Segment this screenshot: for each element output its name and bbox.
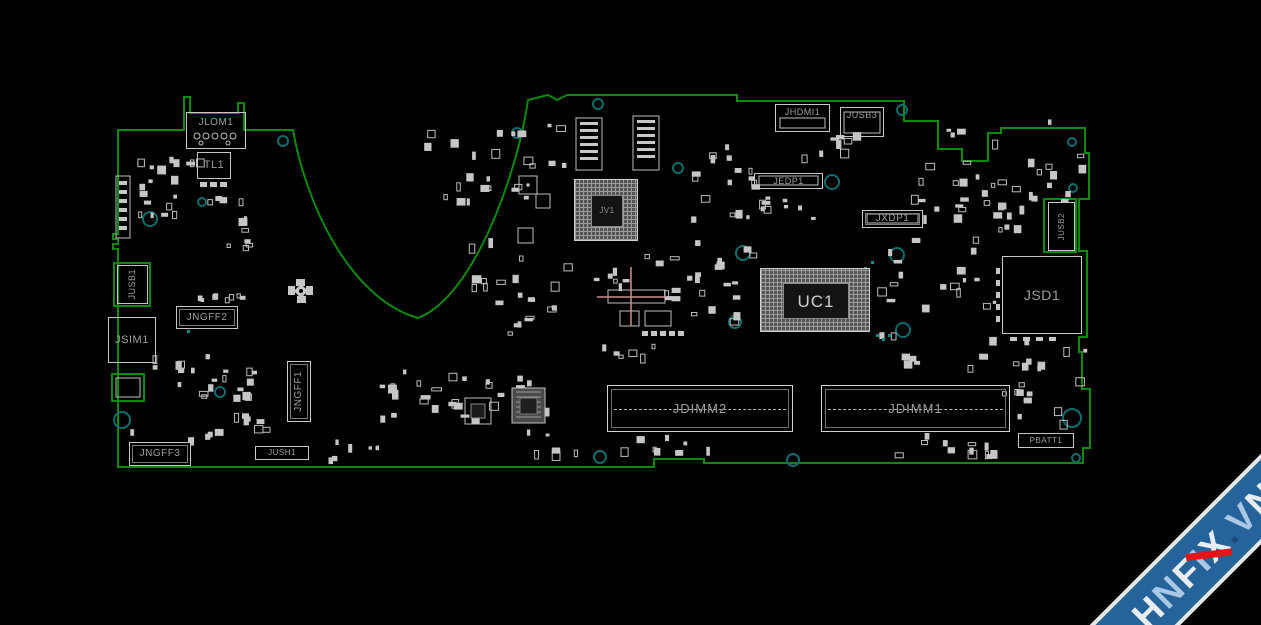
component-jngff1[interactable]: JNGFF1: [287, 361, 311, 422]
component-jdimm2[interactable]: JDIMM2: [607, 385, 793, 432]
component-label: JNGFF2: [186, 311, 228, 323]
component-tl1[interactable]: TL1: [197, 152, 231, 179]
component-jdimm1[interactable]: JDIMM1: [821, 385, 1010, 432]
component-jhdmi1[interactable]: JHDMI1: [775, 104, 830, 132]
component-label: JUSB3: [846, 110, 878, 120]
component-jxdp1[interactable]: JXDP1: [862, 210, 923, 228]
component-pbatt1[interactable]: PBATT1: [1018, 433, 1074, 448]
crosshair-marker: [597, 267, 666, 326]
component-jsim1[interactable]: JSIM1: [108, 317, 156, 363]
component-label: JDIMM1: [888, 401, 943, 416]
component-label: TL1: [203, 159, 225, 171]
component-jsd1[interactable]: JSD1: [1002, 256, 1082, 334]
component-label: JV1: [591, 195, 623, 227]
component-label: PBATT1: [1029, 435, 1063, 445]
component-label: JUSB1: [127, 269, 137, 300]
component-jngff3[interactable]: JNGFF3: [129, 442, 191, 466]
component-label: JUSH1: [268, 448, 296, 457]
component-jush1[interactable]: JUSH1: [255, 446, 309, 460]
component-label: JDIMM2: [672, 401, 728, 416]
component-label: UC1: [783, 283, 849, 319]
component-label: JEDP1: [773, 175, 804, 186]
component-label: JSD1: [1023, 287, 1061, 303]
component-jedp1[interactable]: JEDP1: [754, 173, 823, 189]
component-label: JLOM1: [198, 117, 234, 128]
component-label: JNGFF1: [293, 371, 304, 412]
component-jusb2[interactable]: JUSB2: [1048, 202, 1075, 251]
component-label: JXDP1: [875, 213, 910, 224]
component-jusb1[interactable]: JUSB1: [117, 265, 148, 304]
component-label: JSIM1: [115, 333, 149, 346]
component-label: JHDMI1: [784, 107, 821, 117]
component-jv1[interactable]: JV1: [574, 179, 638, 241]
component-details: [115, 111, 1056, 425]
component-jusb3[interactable]: JUSB3: [840, 107, 884, 137]
component-label: JUSB2: [1056, 212, 1066, 241]
port-openings: [111, 198, 1077, 402]
board-outline: [112, 93, 1091, 468]
component-jngff2[interactable]: JNGFF2: [176, 306, 238, 329]
component-label: JNGFF3: [139, 448, 181, 459]
component-jlom1[interactable]: JLOM1: [186, 112, 246, 149]
smd-components-layer: [130, 119, 1088, 465]
component-uc1[interactable]: UC1: [760, 268, 870, 332]
